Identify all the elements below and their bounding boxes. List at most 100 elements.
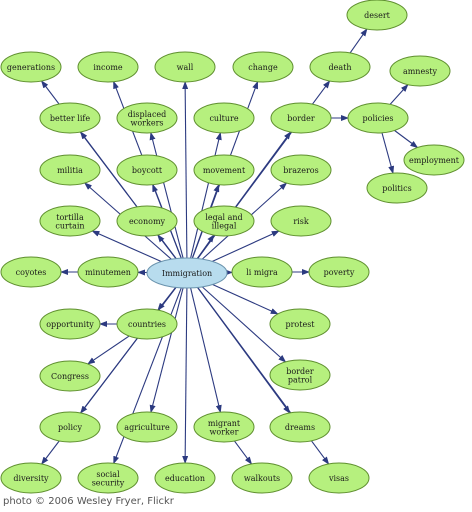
node-label: desert — [364, 11, 391, 20]
node-label: employment — [409, 156, 460, 165]
node-label: worker — [210, 427, 239, 436]
node-walkouts: walkouts — [231, 462, 293, 494]
node-ellipse — [0, 462, 62, 494]
node-label: risk — [293, 217, 308, 226]
node-label: culture — [209, 114, 238, 123]
node-li-migra: li migra — [231, 256, 293, 288]
node-ellipse — [116, 308, 178, 340]
node-label: amnesty — [403, 67, 438, 76]
node-label: security — [92, 478, 125, 487]
node-desert: desert — [346, 0, 408, 31]
center-ellipse — [146, 257, 228, 289]
node-movement: movement — [193, 154, 255, 186]
node-boycott: boycott — [116, 154, 178, 186]
node-ellipse — [269, 359, 331, 391]
node-ellipse — [154, 51, 216, 83]
node-opportunity: opportunity — [39, 308, 101, 340]
node-poverty: poverty — [308, 256, 370, 288]
node-income: income — [77, 51, 139, 83]
edge-policies-to-amnesty — [389, 83, 409, 105]
node-label: death — [329, 63, 352, 72]
node-label: minutemen — [85, 268, 131, 277]
node-risk: risk — [270, 205, 332, 237]
photo-credit: photo © 2006 Wesley Fryer, Flickr — [3, 496, 174, 507]
node-center-immigration: Immigration — [146, 257, 228, 289]
node-culture: culture — [193, 102, 255, 134]
node-ellipse — [39, 102, 101, 134]
edge-countries-to-congress — [87, 335, 130, 365]
center-label: Immigration — [162, 269, 212, 278]
edge-center-to-protest — [212, 283, 279, 315]
node-minutemen: minutemen — [77, 256, 139, 288]
node-education: education — [154, 462, 216, 494]
node-death: death — [309, 51, 371, 83]
node-ellipse — [270, 205, 332, 237]
node-label: protest — [285, 320, 315, 329]
node-label: education — [165, 474, 205, 483]
node-label: policies — [363, 114, 394, 123]
node-label: movement — [203, 166, 246, 175]
node-militia: militia — [39, 154, 101, 186]
node-label: tortilla — [56, 213, 84, 222]
node-ellipse — [231, 256, 293, 288]
edge-center-to-culture — [190, 131, 222, 259]
node-policies: policies — [347, 102, 409, 134]
node-ellipse — [154, 462, 216, 494]
node-label: boycott — [132, 166, 163, 175]
edge-center-to-border-patrol — [201, 286, 287, 363]
node-label: generations — [7, 63, 55, 72]
edge-center-to-border — [197, 131, 292, 259]
node-label: patrol — [288, 375, 313, 384]
node-economy: economy — [116, 205, 178, 237]
node-label: income — [93, 63, 123, 72]
node-label: social — [96, 470, 120, 479]
node-label: legal and — [205, 213, 242, 222]
node-ellipse — [269, 308, 331, 340]
node-agriculture: agriculture — [116, 411, 178, 443]
node-label: border — [287, 114, 315, 123]
node-ellipse — [231, 462, 293, 494]
node-ellipse — [0, 256, 62, 288]
node-ellipse — [270, 154, 332, 186]
node-label: coyotes — [16, 268, 47, 277]
node-ellipse — [389, 55, 451, 87]
node-ellipse — [308, 256, 370, 288]
node-generations: generations — [0, 51, 62, 83]
node-label: opportunity — [46, 320, 94, 329]
node-ellipse — [0, 51, 62, 83]
node-border: border — [270, 102, 332, 134]
node-diversity: diversity — [0, 462, 62, 494]
node-better-life: better life — [39, 102, 101, 134]
node-dreams: dreams — [269, 411, 331, 443]
node-label: economy — [129, 217, 166, 226]
edge-death-to-desert — [349, 28, 368, 54]
node-ellipse — [77, 462, 139, 494]
edge-center-to-displaced-workers — [149, 131, 184, 259]
node-ellipse — [308, 462, 370, 494]
node-congress: Congress — [39, 360, 101, 392]
node-label: displaced — [128, 110, 167, 119]
node-ellipse — [269, 411, 331, 443]
node-ellipse — [39, 411, 101, 443]
node-ellipse — [39, 308, 101, 340]
node-coyotes: coyotes — [0, 256, 62, 288]
node-ellipse — [116, 154, 178, 186]
node-countries: countries — [116, 308, 178, 340]
node-ellipse — [347, 102, 409, 134]
edge-center-to-risk — [212, 230, 280, 262]
node-change: change — [232, 51, 294, 83]
edge-center-to-legal-and-illegal — [196, 234, 215, 259]
node-label: border — [286, 367, 314, 376]
node-label: poverty — [324, 268, 355, 277]
node-label: policy — [58, 423, 83, 432]
node-label: wall — [177, 63, 194, 72]
node-label: walkouts — [244, 474, 280, 483]
node-ellipse — [309, 51, 371, 83]
edge-center-to-wall — [182, 81, 189, 259]
node-label: migrant — [208, 419, 241, 428]
